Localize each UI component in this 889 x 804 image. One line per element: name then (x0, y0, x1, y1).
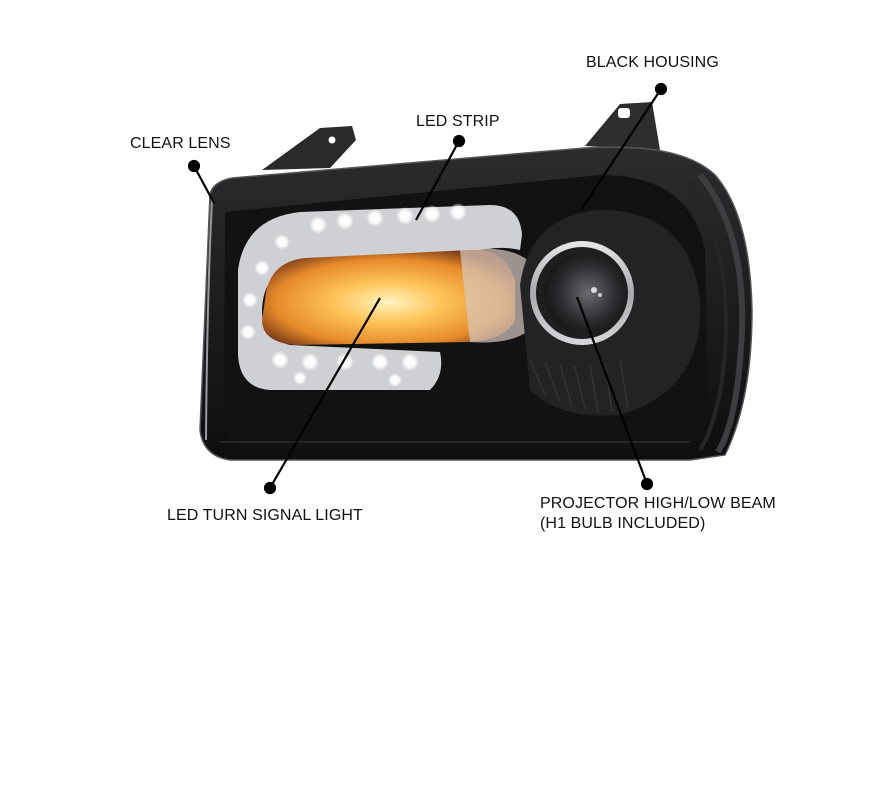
callout-lines (187, 82, 668, 495)
callout-label-led-turn-signal: LED TURN SIGNAL LIGHT (167, 507, 363, 524)
projector-assembly (520, 210, 701, 416)
callout-label-clear-lens: CLEAR LENS (130, 135, 231, 152)
callout-label-projector-line2: (H1 BULB INCLUDED) (540, 515, 706, 532)
callout-label-led-strip: LED STRIP (416, 113, 500, 130)
mounting-bracket-right (585, 102, 660, 150)
mounting-bracket-left (262, 126, 356, 170)
turn-signal-lens (262, 249, 515, 345)
callout-label-black-housing: BLACK HOUSING (586, 54, 719, 71)
callout-label-projector-line1: PROJECTOR HIGH/LOW BEAM (540, 495, 776, 512)
